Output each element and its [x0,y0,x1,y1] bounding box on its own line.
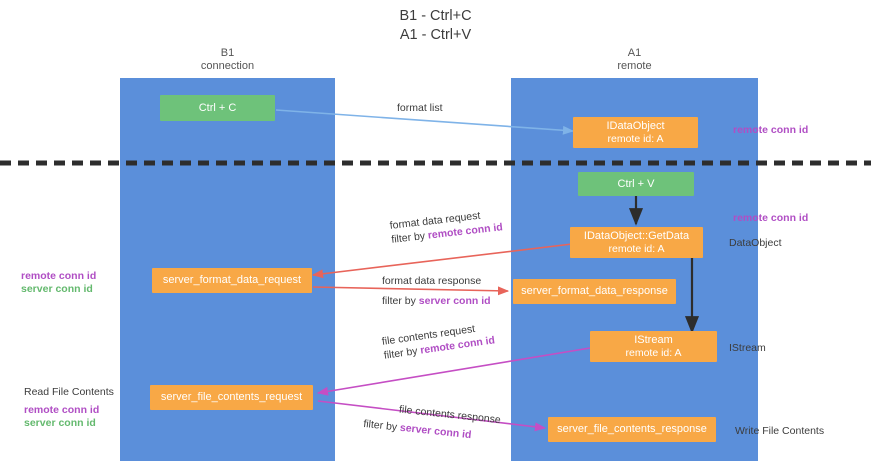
node-istream-line1: IStream [634,333,673,346]
title-line-2: A1 - Ctrl+V [399,27,472,43]
edge-file-contents-request [316,347,591,396]
annotation-right-dataobject: DataObject [729,237,782,249]
node-server-format-data-response-label: server_format_data_response [521,285,668,297]
column-header-b1: B1 connection [120,47,335,73]
node-server-file-contents-response-label: server_file_contents_response [557,423,707,435]
node-getdata-line1: IDataObject::GetData [583,229,690,242]
node-ctrl-v-label: Ctrl + V [617,177,655,190]
title-line-1: B1 - Ctrl+C [399,8,472,24]
node-ctrl-c-label: Ctrl + C [198,101,237,114]
node-istream-line2: remote id: A [625,346,682,359]
annotation-left-remote-conn-id: remote conn id [21,270,97,282]
node-idataobject-line1: IDataObject [606,119,665,132]
edge-file-contents-response [317,400,547,432]
column-header-a1: A1 remote [511,47,758,73]
diagram-title: B1 - Ctrl+C A1 - Ctrl+V [0,7,871,45]
annotation-left-read-file-contents: Read File Contents [24,386,114,398]
edge-label-format-data-response: format data response filter by server co… [382,274,491,308]
node-ctrl-v[interactable]: Ctrl + V [578,172,694,196]
annotation-right-istream: IStream [729,342,766,354]
node-server-file-contents-request[interactable]: server_file_contents_request [150,385,313,410]
node-server-file-contents-response[interactable]: server_file_contents_response [548,417,716,442]
edge-format-data-response [312,286,510,296]
node-istream[interactable]: IStream remote id: A [590,331,717,362]
node-server-format-data-response[interactable]: server_format_data_response [513,279,676,304]
key-server-conn-id: server conn id [418,295,491,307]
node-idataobject[interactable]: IDataObject remote id: A [573,117,698,148]
column-header-b1-name: B1 [220,47,235,59]
node-server-format-data-request[interactable]: server_format_data_request [152,268,312,293]
column-header-b1-sub: connection [200,60,255,72]
edge-label-format-list-text: format list [397,102,443,114]
edge-label-format-list: format list [397,101,443,115]
edge-label-format-data-response-line1: format data response [382,275,482,287]
annotation-right-remote-conn-id-mid: remote conn id [733,212,809,224]
edge-format-data-request [311,243,573,279]
node-ctrl-c[interactable]: Ctrl + C [160,95,275,121]
annotation-right-remote-conn-id-top: remote conn id [733,124,809,136]
node-idataobject-line2: remote id: A [607,132,664,145]
annotation-right-write-file-contents: Write File Contents [735,425,825,437]
annotation-left-server-conn-id-2: server conn id [24,417,96,429]
annotation-left-remote-conn-id-2: remote conn id [24,404,100,416]
node-getdata-line2: remote id: A [608,242,665,255]
column-header-a1-sub: remote [617,60,652,72]
node-server-format-data-request-label: server_format_data_request [162,274,302,286]
edge-label-format-data-response-line2: filter by server conn id [382,295,491,307]
column-header-a1-name: A1 [627,47,642,59]
edge-format-list [275,109,575,135]
node-server-file-contents-request-label: server_file_contents_request [160,391,303,403]
annotation-left-server-conn-id: server conn id [21,283,93,295]
node-idataobject-getdata[interactable]: IDataObject::GetData remote id: A [570,227,703,258]
